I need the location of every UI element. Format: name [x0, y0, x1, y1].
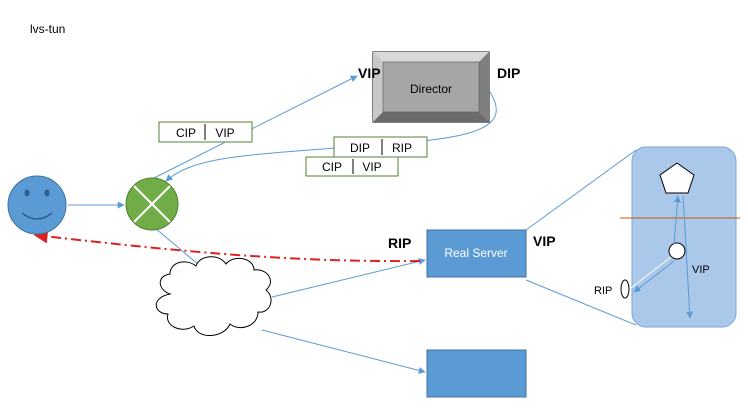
zoom-line-top	[525, 149, 637, 231]
link-director-router	[165, 91, 497, 182]
cloud-icon	[155, 256, 272, 336]
detail-arrow-rip-vip	[630, 256, 672, 289]
detail-arrow-vip-rip	[633, 260, 675, 293]
link-cloud-server2	[261, 329, 426, 374]
packet-client-src: CIP	[176, 126, 196, 140]
packet-inner-src: CIP	[322, 160, 342, 174]
diagram-title: lvs-tun	[30, 22, 65, 36]
detail-vip-label: VIP	[692, 264, 710, 276]
second-server-box	[426, 349, 527, 398]
client-smiley-icon	[7, 175, 67, 235]
real-server-label: Real Server	[444, 246, 507, 260]
director-vip-label: VIP	[358, 65, 381, 81]
detail-rip-label: RIP	[594, 285, 612, 297]
vip-interface-icon	[668, 242, 686, 260]
real-server-vip-label: VIP	[533, 233, 556, 249]
router-icon	[125, 177, 179, 231]
packet-tunnel-inner: CIP VIP	[305, 156, 399, 177]
packet-inner-dst: VIP	[362, 160, 381, 174]
detail-arrow-pentagon-out	[682, 195, 694, 319]
director-box	[372, 51, 490, 123]
rip-interface-icon	[620, 279, 630, 299]
packet-outer-src: DIP	[350, 141, 370, 155]
detail-arrow-vip-pentagon	[673, 195, 681, 245]
real-server-detail-panel	[631, 146, 737, 328]
zoom-line-bottom	[525, 279, 637, 326]
link-cloud-realserver	[271, 258, 426, 298]
pentagon-icon	[659, 162, 695, 194]
director-dip-label: DIP	[497, 65, 520, 81]
real-server-rip-label: RIP	[388, 235, 411, 251]
director-label: Director	[410, 82, 452, 96]
packet-client-request: CIP VIP	[158, 121, 253, 143]
real-server-box	[426, 229, 527, 278]
packet-outer-dst: RIP	[392, 141, 412, 155]
packet-tunnel-outer: DIP RIP	[333, 136, 428, 158]
link-router-director	[149, 75, 358, 181]
packet-client-dst: VIP	[215, 126, 234, 140]
return-path	[33, 229, 421, 263]
